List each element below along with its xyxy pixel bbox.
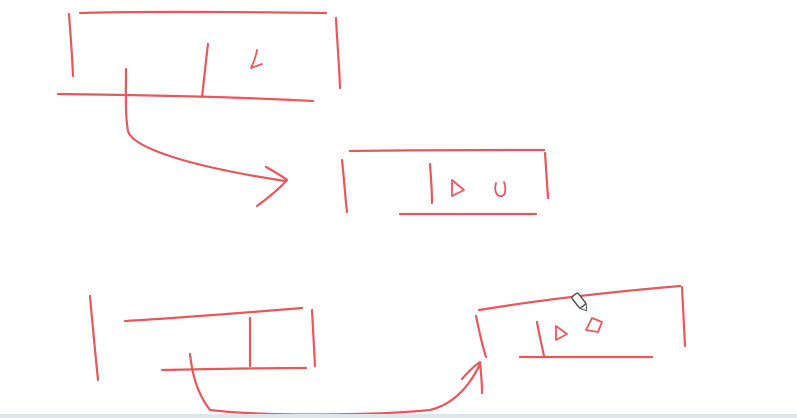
bottom-left-box-right-edge bbox=[310, 308, 317, 368]
bottom-arrow-head bbox=[460, 360, 484, 395]
bottom-arrow bbox=[188, 352, 482, 416]
bottom-left-box-bottom-edge bbox=[160, 366, 308, 372]
bottom-right-box-right-edge bbox=[680, 285, 687, 348]
bottom-right-box-mark-2 bbox=[585, 317, 603, 333]
bottom-left-box bbox=[88, 294, 317, 382]
top-arrow bbox=[124, 67, 287, 183]
top-right-box-top-edge bbox=[348, 148, 546, 153]
top-left-box-top-edge bbox=[78, 10, 328, 15]
top-left-box-right-edge bbox=[334, 16, 342, 90]
bottom-right-box-mark-1 bbox=[555, 325, 568, 341]
bottom-left-box-top-edge bbox=[123, 306, 304, 323]
top-left-box-mark bbox=[250, 49, 263, 69]
bottom-right-box-divider bbox=[535, 320, 546, 358]
top-left-box-divider bbox=[200, 42, 210, 99]
top-right-box-left-edge bbox=[340, 158, 349, 214]
top-right-box-divider bbox=[428, 162, 434, 205]
top-right-box-mark-1 bbox=[451, 179, 465, 197]
top-left-box-left-edge bbox=[67, 12, 75, 78]
top-arrow-head bbox=[255, 165, 289, 208]
top-right-box bbox=[340, 148, 550, 216]
top-right-box-right-edge bbox=[543, 151, 550, 200]
bottom-left-box-left-edge bbox=[88, 294, 100, 382]
bottom-right-box-left-edge bbox=[474, 314, 488, 359]
pen-icon bbox=[571, 292, 588, 312]
top-right-box-mark-2 bbox=[494, 181, 507, 197]
pen-icon-tip bbox=[579, 303, 588, 312]
top-left-box-bottom-edge bbox=[56, 92, 315, 103]
top-left-box bbox=[56, 10, 342, 103]
bottom-edge-bar bbox=[0, 414, 797, 418]
